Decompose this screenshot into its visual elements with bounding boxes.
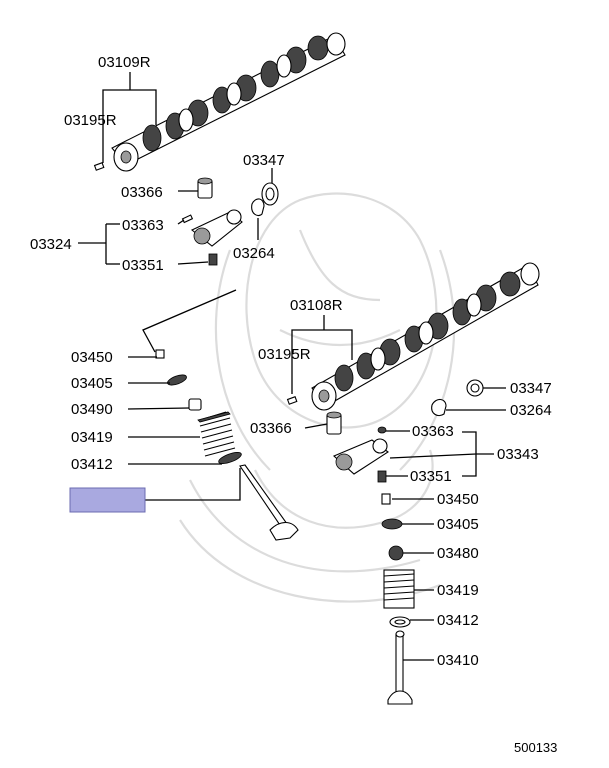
washer-03347-upper[interactable] <box>261 182 279 206</box>
leader-lines <box>78 72 506 661</box>
dowel-pin-upper[interactable] <box>93 162 105 171</box>
label-03109R[interactable]: 03109R <box>98 54 151 71</box>
watermark-emblem <box>179 192 456 603</box>
valve-stem-seal-left[interactable] <box>188 398 202 411</box>
dowel-pin-lower[interactable] <box>286 396 298 405</box>
part-labels: 03109R 03195R 03366 03347 03363 03324 03… <box>30 54 557 755</box>
label-03450-left[interactable]: 03450 <box>71 349 113 366</box>
label-03419-left[interactable]: 03419 <box>71 429 113 446</box>
label-03195R-lower[interactable]: 03195R <box>258 346 311 363</box>
gasket-03264-lower[interactable] <box>431 398 447 417</box>
adjust-screw-lower[interactable] <box>377 470 387 483</box>
label-03410[interactable]: 03410 <box>437 652 479 669</box>
lash-adjuster-upper[interactable] <box>197 177 213 199</box>
lash-adjuster-lower[interactable] <box>326 411 342 435</box>
washer-03347-lower[interactable] <box>466 379 484 397</box>
rocker-arm-lower[interactable] <box>332 438 389 475</box>
pin-03363-lower[interactable] <box>377 426 387 434</box>
label-03195R-upper[interactable]: 03195R <box>64 112 117 129</box>
retainer-right[interactable] <box>381 518 403 530</box>
label-03412-left[interactable]: 03412 <box>71 456 113 473</box>
pin-03363-upper[interactable] <box>181 214 194 224</box>
valve-left[interactable] <box>239 464 299 541</box>
label-03419-right[interactable]: 03419 <box>437 582 479 599</box>
camshaft-lower[interactable] <box>311 262 540 411</box>
label-03264-upper[interactable]: 03264 <box>233 245 275 262</box>
label-03405-left[interactable]: 03405 <box>71 375 113 392</box>
label-03450-right[interactable]: 03450 <box>437 491 479 508</box>
label-03405-right[interactable]: 03405 <box>437 516 479 533</box>
label-03363-lower[interactable]: 03363 <box>412 423 454 440</box>
camshaft-upper[interactable] <box>111 32 346 172</box>
spring-seat-right[interactable] <box>389 616 411 628</box>
valve-spring-left[interactable] <box>197 411 236 457</box>
valve-spring-right[interactable] <box>383 569 415 609</box>
valve-right[interactable] <box>387 630 413 705</box>
label-03412-right[interactable]: 03412 <box>437 612 479 629</box>
spring-seat-left[interactable] <box>217 450 242 466</box>
label-03366-lower[interactable]: 03366 <box>250 420 292 437</box>
label-03264-lower[interactable]: 03264 <box>510 402 552 419</box>
label-03366-upper[interactable]: 03366 <box>121 184 163 201</box>
label-03324[interactable]: 03324 <box>30 236 72 253</box>
highlight-callout-box[interactable] <box>69 487 146 513</box>
valve-cotter-left[interactable] <box>155 349 165 359</box>
adjust-screw-upper[interactable] <box>208 253 218 266</box>
valve-cotter-right[interactable] <box>381 493 391 505</box>
label-03351-upper[interactable]: 03351 <box>122 257 164 274</box>
diagram-id: 500133 <box>514 740 557 755</box>
rocker-arm-upper[interactable] <box>190 209 243 247</box>
label-03347-lower[interactable]: 03347 <box>510 380 552 397</box>
valve-stem-seal-right[interactable] <box>388 545 404 561</box>
retainer-left[interactable] <box>166 373 188 387</box>
label-03108R[interactable]: 03108R <box>290 297 343 314</box>
label-03480[interactable]: 03480 <box>437 545 479 562</box>
label-03347-upper[interactable]: 03347 <box>243 152 285 169</box>
label-03363-upper[interactable]: 03363 <box>122 217 164 234</box>
label-03343[interactable]: 03343 <box>497 446 539 463</box>
gasket-03264-upper[interactable] <box>251 198 265 217</box>
label-03490[interactable]: 03490 <box>71 401 113 418</box>
label-03351-lower[interactable]: 03351 <box>410 468 452 485</box>
